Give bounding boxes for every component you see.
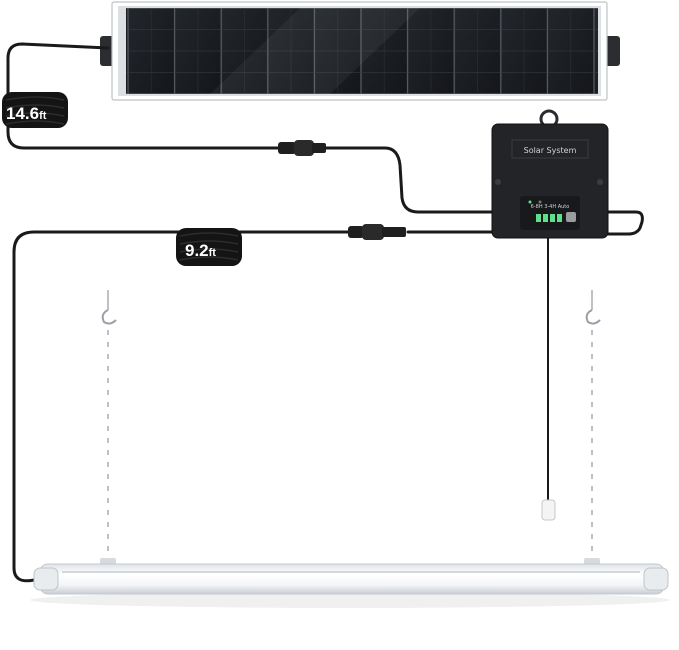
tube-end-cap-left — [33, 567, 59, 591]
battery-indicator-leds — [536, 214, 562, 222]
cable-coil-1: 14.6ft — [2, 92, 68, 128]
controller-box: Solar System 6-8H 3-4H Auto — [491, 109, 609, 239]
hanging-chain-left — [101, 290, 117, 560]
pull-switch — [541, 499, 556, 521]
svg-text:9.2ft: 9.2ft — [185, 241, 216, 260]
hanging-chain-right — [585, 290, 601, 560]
cable-2-unit-label: ft — [209, 247, 217, 259]
tube-end-cap-right — [643, 567, 669, 591]
controller-name-label: Solar System — [524, 146, 577, 155]
svg-text:14.6ft: 14.6ft — [6, 104, 47, 123]
led-tube-light — [30, 558, 670, 608]
controller-modes-label: 6-8H 3-4H Auto — [531, 204, 570, 210]
light-cable — [603, 210, 644, 236]
cable-coil-2: 9.2ft — [176, 228, 242, 266]
mode-button — [566, 212, 576, 222]
cable-connector-1 — [278, 140, 326, 156]
solar-panel — [100, 1, 620, 101]
cable-1-unit-label: ft — [39, 110, 47, 122]
cable-2-length-label: 9.2 — [185, 241, 209, 260]
cable-connector-2 — [348, 224, 406, 240]
panel-cells — [126, 8, 598, 94]
cable-1-length-label: 14.6 — [6, 104, 39, 123]
